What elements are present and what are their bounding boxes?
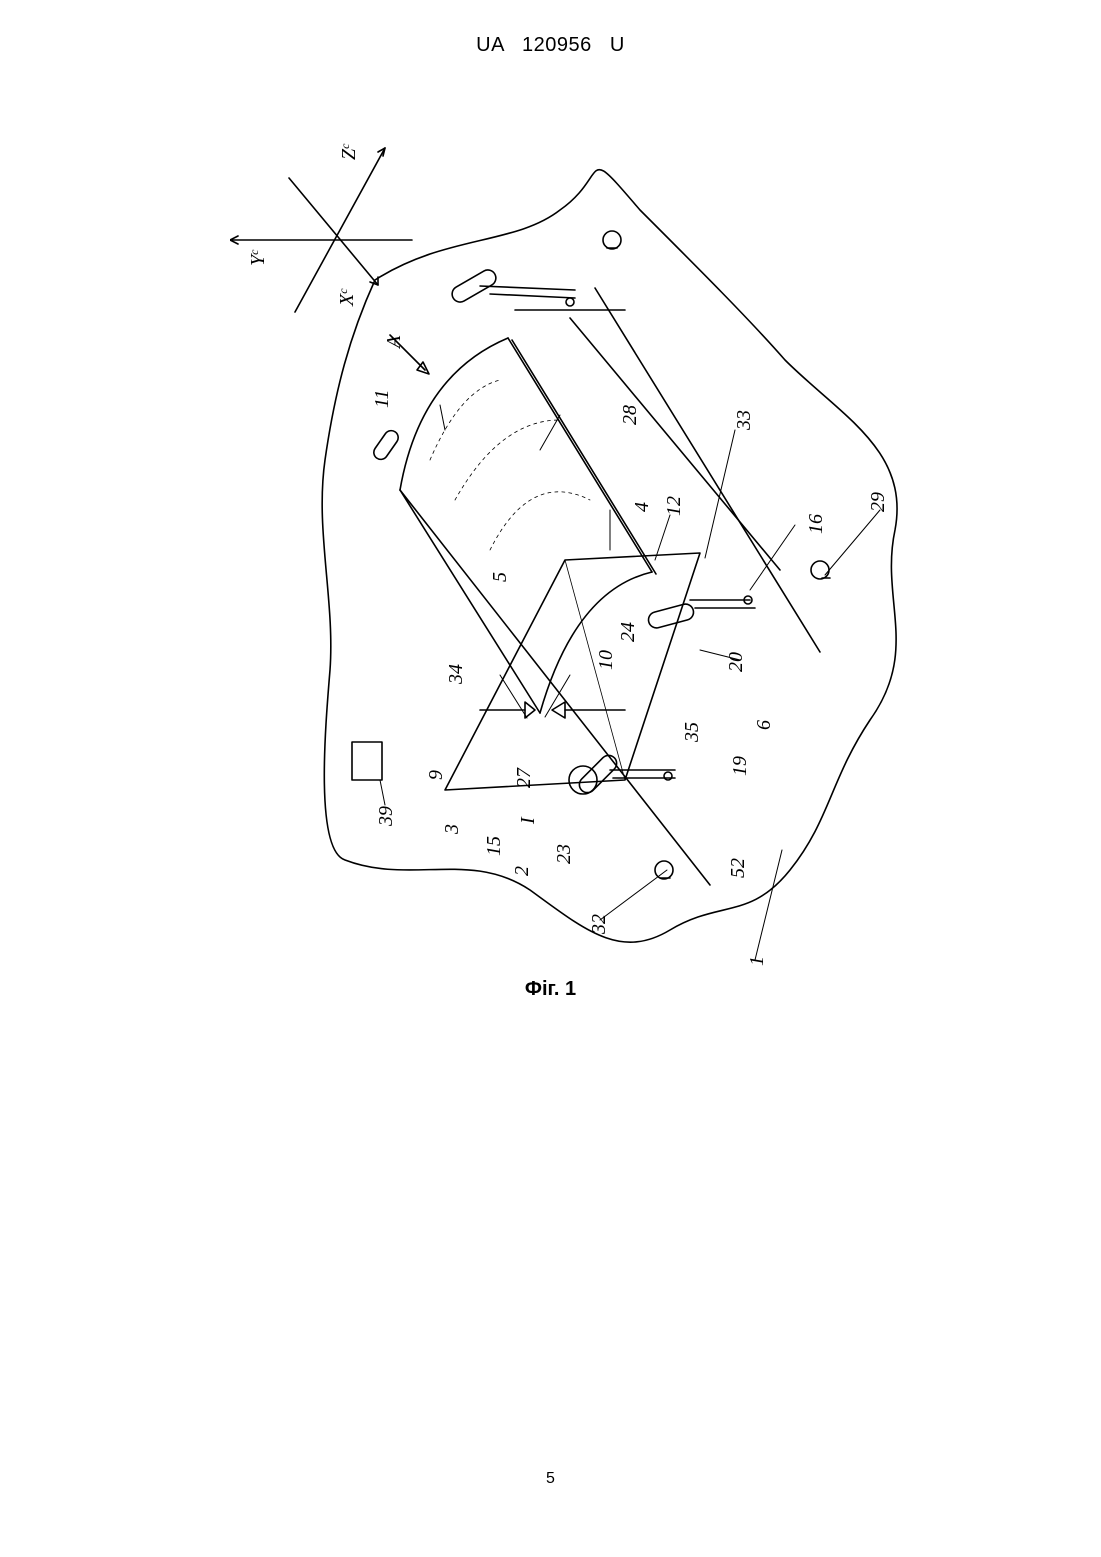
plane-frame — [445, 553, 700, 790]
part-label: 10 — [595, 650, 617, 670]
part-label: 52 — [727, 858, 749, 878]
part-label: 39 — [375, 806, 397, 827]
part-label: 6 — [753, 720, 775, 730]
coordinate-axes — [230, 148, 412, 312]
page-number: 5 — [0, 1470, 1101, 1488]
document-id-header: UA 120956 U — [0, 34, 1101, 57]
view-label-a: A — [383, 335, 405, 350]
patent-figure: Zc Yc Xc A 11 28 4 12 33 16 29 5 24 20 1… — [230, 130, 930, 970]
part-label: 35 — [681, 722, 703, 743]
part-label: 27 — [513, 767, 535, 788]
part-label: 32 — [588, 914, 610, 935]
part-label: 28 — [619, 405, 641, 425]
part-label: 20 — [725, 652, 747, 672]
part-label: 12 — [663, 496, 685, 516]
part-label: 24 — [617, 622, 639, 642]
part-label: 29 — [867, 492, 889, 512]
figure-caption: Фіг. 1 — [0, 978, 1101, 1001]
part-label: 9 — [425, 770, 447, 780]
axis-label-y: Yc — [247, 249, 269, 266]
part-label: 3 — [441, 824, 463, 835]
bearing-markers — [603, 231, 830, 879]
control-unit-box — [352, 742, 382, 780]
part-label: 5 — [489, 572, 511, 582]
part-label: 34 — [445, 664, 467, 685]
part-label: 16 — [805, 514, 827, 534]
part-label: 11 — [371, 389, 393, 408]
part-label: 1 — [746, 956, 768, 966]
part-label: 19 — [729, 756, 751, 776]
part-label: I — [517, 816, 539, 825]
axis-label-x: Xc — [336, 288, 358, 307]
part-label: 15 — [483, 836, 505, 856]
terrain-boundary — [322, 170, 897, 943]
axis-label-z: Zc — [338, 143, 360, 160]
part-label: 23 — [553, 844, 575, 864]
cylinder-shell — [400, 338, 656, 713]
guide-rails — [400, 288, 820, 885]
part-label: 33 — [733, 410, 755, 431]
part-label: 4 — [631, 502, 653, 512]
part-label: 2 — [511, 866, 533, 876]
